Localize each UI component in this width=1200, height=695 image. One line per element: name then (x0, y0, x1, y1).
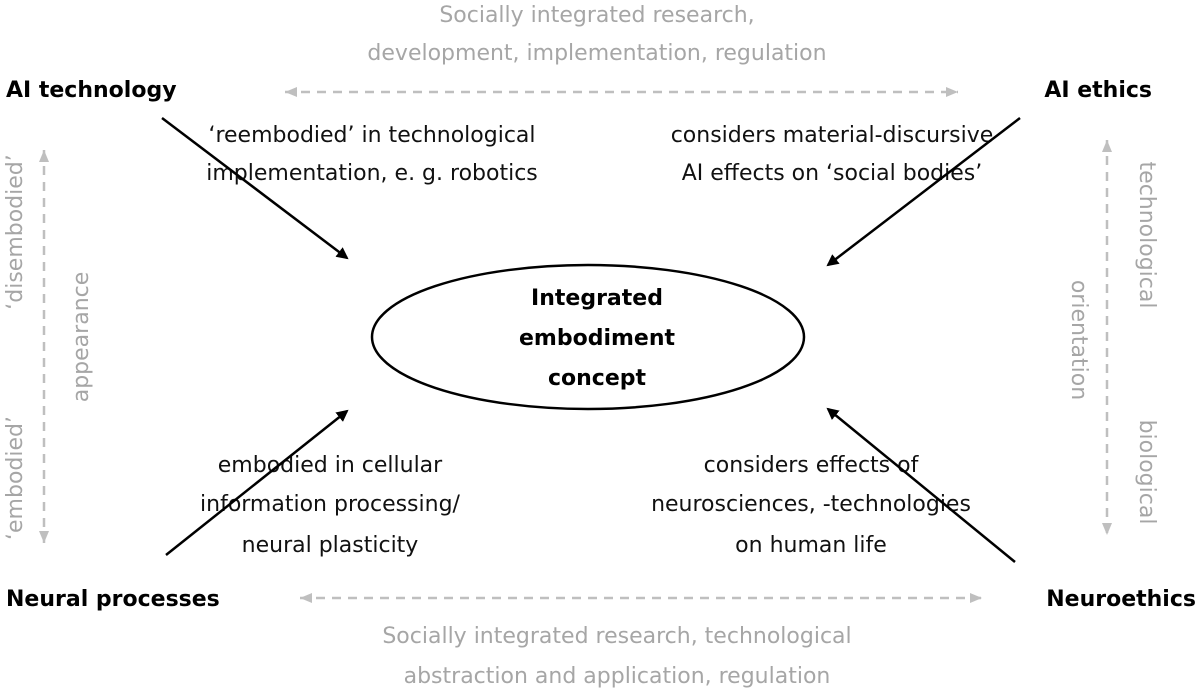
right-axis-technological: technological (1134, 162, 1159, 309)
corner-ai-technology: AI technology (6, 78, 177, 103)
center-title-line-1: Integrated (531, 286, 663, 311)
desc-neural-processes-line-1: embodied in cellular (218, 453, 443, 478)
left-axis-embodied: ‘embodied’ (3, 416, 28, 540)
left-axis-disembodied: ‘disembodied’ (3, 154, 28, 310)
arrow-neuroethics-to-center (826, 407, 1016, 563)
desc-ai-ethics-line-1: considers material-discursive (671, 123, 994, 148)
bottom-band-line-1: Socially integrated research, technologi… (382, 624, 851, 649)
arrow-neural-processes-to-center (165, 409, 349, 556)
top-band-line-1: Socially integrated research, (439, 3, 754, 28)
desc-ai-technology-line-2: implementation, e. g. robotics (206, 161, 538, 186)
corner-neuroethics: Neuroethics (1046, 587, 1196, 612)
desc-neural-processes-line-3: neural plasticity (242, 533, 419, 558)
arrow-ai-technology-to-center (161, 117, 349, 260)
desc-neuroethics-line-3: on human life (735, 533, 887, 558)
bottom-band-line-2: abstraction and application, regulation (404, 664, 831, 689)
desc-neural-processes-line-2: information processing/ (200, 492, 461, 517)
arrow-ai-ethics-to-center (826, 117, 1021, 267)
center-title-line-3: concept (548, 366, 647, 391)
desc-neuroethics-line-2: neurosciences, -technologies (651, 492, 971, 517)
desc-neuroethics-line-1: considers effects of (704, 453, 920, 478)
desc-ai-technology-line-1: ‘reembodied’ in technological (208, 123, 535, 148)
center-title-line-2: embodiment (519, 326, 676, 351)
desc-ai-ethics-line-2: AI effects on ‘social bodies’ (682, 161, 983, 186)
corner-neural-processes: Neural processes (6, 587, 220, 612)
left-axis-appearance: appearance (69, 272, 94, 403)
center-ellipse (370, 263, 806, 411)
right-axis-orientation: orientation (1066, 280, 1091, 400)
top-band-line-2: development, implementation, regulation (367, 41, 826, 66)
right-axis-biological: biological (1134, 420, 1159, 525)
corner-ai-ethics: AI ethics (1044, 78, 1152, 103)
